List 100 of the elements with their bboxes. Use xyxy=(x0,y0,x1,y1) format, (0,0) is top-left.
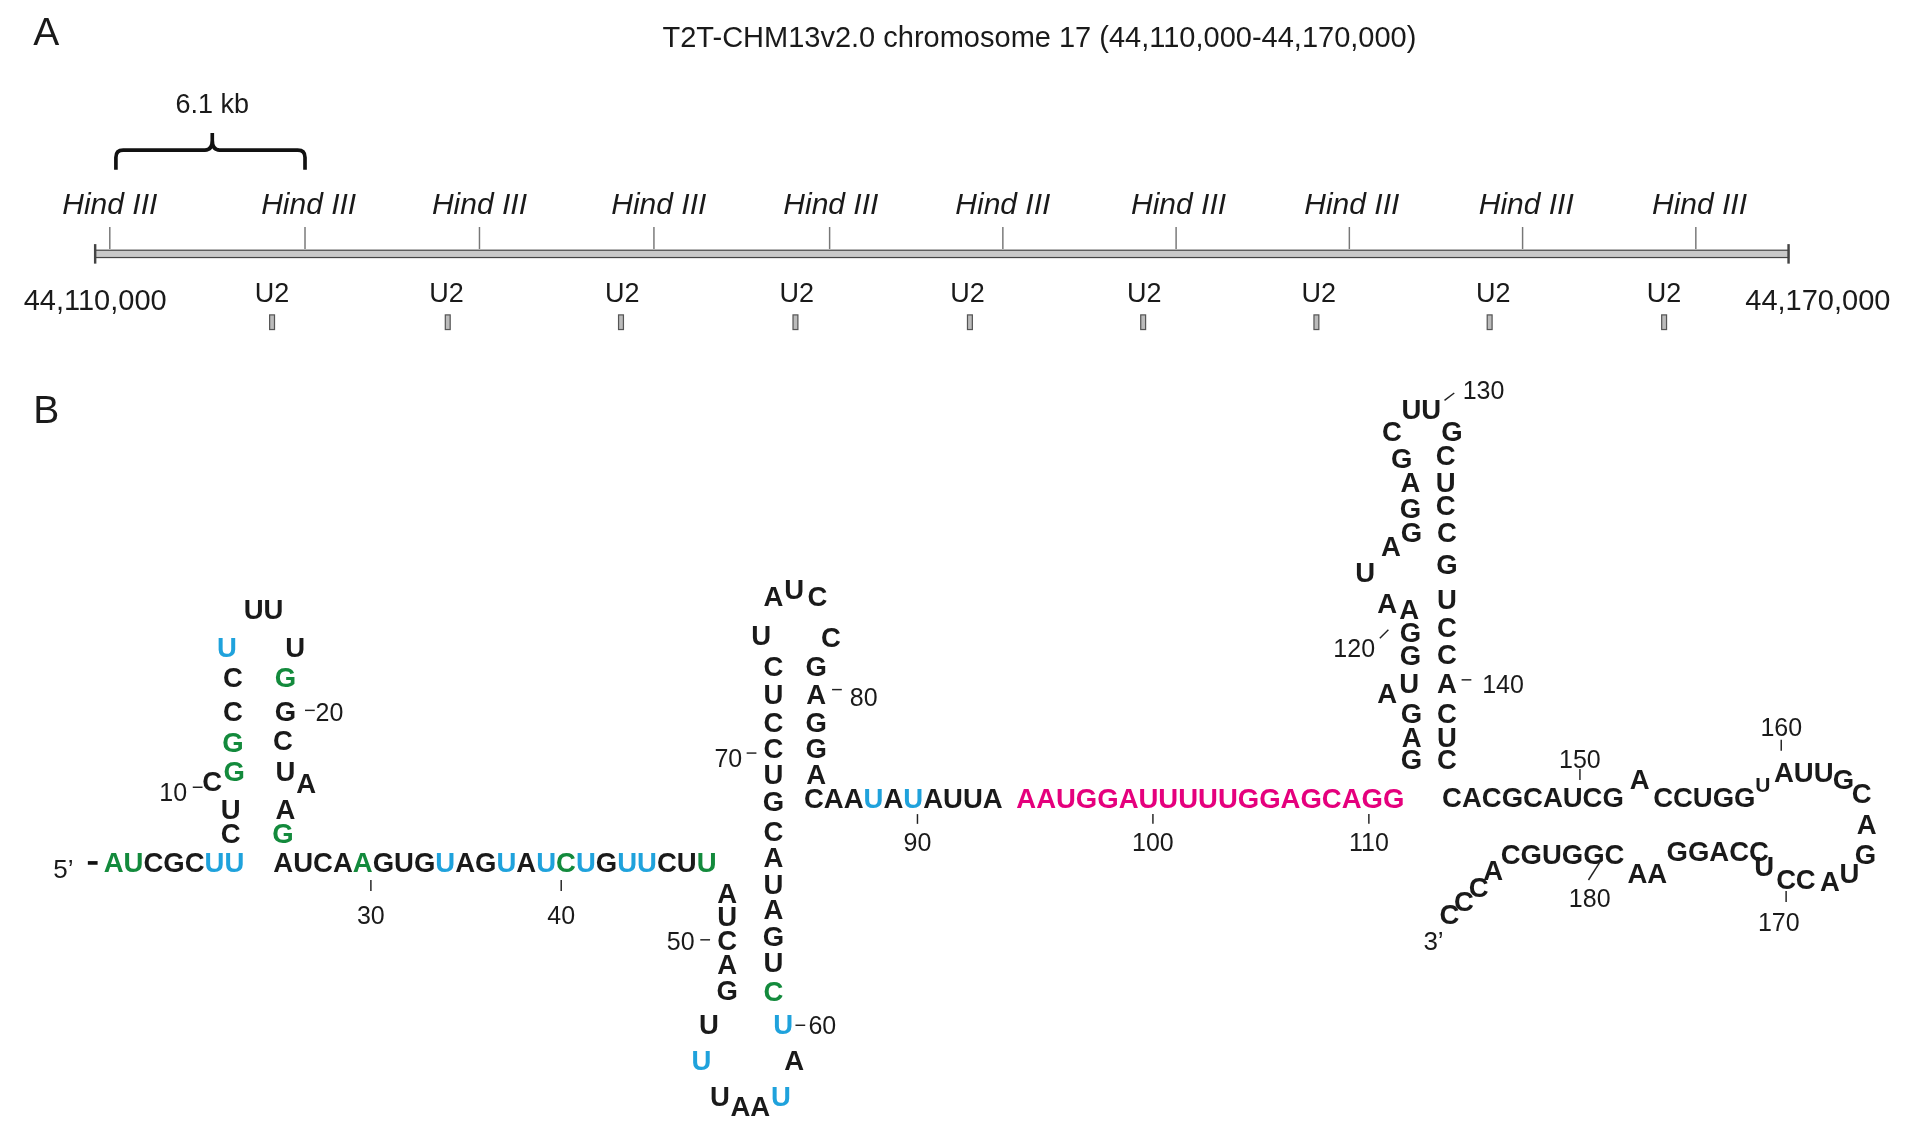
scale-label: 6.1 kb xyxy=(175,90,250,118)
nucleotide-sequence: UU xyxy=(1401,396,1442,424)
position-number: 180 xyxy=(1568,885,1611,911)
nucleotide: G xyxy=(274,698,297,727)
gene-label: U2 xyxy=(1127,279,1162,307)
restriction-site-label: Hind III xyxy=(1651,188,1747,219)
nucleotide: C xyxy=(763,653,784,682)
nucleotide: C xyxy=(1437,641,1457,669)
nucleotide: C xyxy=(1437,519,1457,547)
nucleotide: U xyxy=(763,870,784,899)
nucleotide: A xyxy=(296,770,317,799)
restriction-site-label: Hind III xyxy=(1304,188,1400,219)
restriction-site-label: Hind III xyxy=(955,188,1051,219)
nucleotide: C xyxy=(1795,865,1816,894)
nucleotide: U xyxy=(1355,559,1376,588)
nucleotide: C xyxy=(763,735,784,763)
nucleotide: U xyxy=(275,758,296,786)
position-number: 50 xyxy=(666,928,695,954)
position-number: 110 xyxy=(1348,829,1389,855)
nucleotide: A xyxy=(1856,811,1877,839)
strand-end-label: 5’ xyxy=(53,855,74,882)
nucleotide: U xyxy=(751,621,772,650)
nucleotide: A xyxy=(750,1092,770,1121)
nucleotide: C xyxy=(807,582,828,611)
nucleotide-sequence: AA xyxy=(1627,859,1668,888)
panel-label: A xyxy=(33,11,60,50)
nucleotide: C xyxy=(223,664,243,693)
gene-label: U2 xyxy=(254,279,290,307)
restriction-site-label: Hind III xyxy=(431,188,527,219)
panel-label: B xyxy=(33,389,60,429)
nucleotide-sequence: CGUGGC xyxy=(1500,841,1625,869)
position-number: 20 xyxy=(315,700,344,725)
nucleotide: G xyxy=(716,976,738,1005)
position-number: 140 xyxy=(1482,671,1524,697)
nucleotide: U xyxy=(698,1011,719,1039)
position-number: 170 xyxy=(1757,909,1800,935)
nucleotide-sequence: UU xyxy=(243,596,284,624)
nucleotide: A xyxy=(1820,868,1840,896)
nucleotide: G xyxy=(1400,699,1423,728)
nucleotide-sequence: AUCAAGUGUAGUAUCUGUUCUU xyxy=(273,848,717,877)
nucleotide: C xyxy=(1437,746,1457,774)
nucleotide: G xyxy=(222,729,244,757)
nucleotide: C xyxy=(202,768,223,796)
nucleotide: G xyxy=(805,735,827,763)
nucleotide-sequence: CCUGG xyxy=(1653,784,1756,812)
restriction-site-label: Hind III xyxy=(611,188,707,219)
nucleotide: G xyxy=(223,758,245,786)
nucleotide: C xyxy=(273,726,293,755)
nucleotide-sequence: AUU xyxy=(1773,759,1834,788)
strand-end-label: 3’ xyxy=(1423,927,1444,954)
nucleotide: A xyxy=(763,843,784,872)
nucleotide: A xyxy=(784,1047,805,1076)
nucleotide-sequence: CACGCAUCG xyxy=(1442,784,1624,812)
position-number: 90 xyxy=(903,829,932,855)
nucleotide: A xyxy=(806,681,827,710)
nucleotide: U xyxy=(784,576,805,605)
gene-label: U2 xyxy=(1476,279,1511,307)
position-number: 10 xyxy=(159,779,188,805)
nucleotide: C xyxy=(1437,699,1457,728)
nucleotide: U xyxy=(285,634,306,662)
nucleotide: G xyxy=(1436,551,1458,579)
nucleotide: U xyxy=(1437,586,1457,614)
position-number: 40 xyxy=(547,902,576,928)
nucleotide: G xyxy=(762,787,785,816)
nucleotide: G xyxy=(1400,746,1423,774)
gene-label: U2 xyxy=(1301,279,1337,307)
nucleotide: C xyxy=(1776,865,1797,894)
nucleotide: A xyxy=(763,582,784,611)
nucleotide: U xyxy=(763,760,784,789)
nucleotide: A xyxy=(1437,670,1457,699)
nucleotide: A xyxy=(730,1092,751,1121)
nucleotide: C xyxy=(1437,614,1457,643)
nucleotide: U xyxy=(1755,773,1771,795)
nucleotide: C xyxy=(1382,418,1402,446)
coordinate-label: 44,110,000 xyxy=(23,285,167,315)
restriction-site-label: Hind III xyxy=(62,188,158,219)
nucleotide-sequence: AUCGCUU xyxy=(103,848,245,877)
gene-label: U2 xyxy=(779,279,814,307)
gene-label: U2 xyxy=(950,279,985,307)
nucleotide: C xyxy=(820,624,841,652)
position-number: 70 xyxy=(714,745,743,771)
position-number: 160 xyxy=(1760,714,1803,740)
map-title: T2T-CHM13v2.0 chromosome 17 (44,110,000-44,170,000) xyxy=(662,22,1417,52)
gene-label: U2 xyxy=(604,279,640,307)
nucleotide: G xyxy=(805,653,827,682)
nucleotide: C xyxy=(763,978,784,1006)
gene-label: U2 xyxy=(1646,279,1682,307)
position-number: 150 xyxy=(1559,746,1601,772)
nucleotide: U xyxy=(763,948,784,977)
nucleotide: C xyxy=(763,709,784,738)
nucleotide: U xyxy=(773,1011,794,1039)
restriction-site-label: Hind III xyxy=(1131,188,1227,219)
position-number: 100 xyxy=(1132,829,1174,855)
nucleotide: G xyxy=(762,923,785,951)
nucleotide: G xyxy=(805,709,827,738)
restriction-site-label: Hind III xyxy=(261,188,357,219)
nucleotide: U xyxy=(763,681,784,710)
nucleotide: C xyxy=(763,818,784,846)
nucleotide: A xyxy=(1377,680,1398,708)
nucleotide-sequence: AAUGGAUUUUUGGAGCAGG xyxy=(1016,785,1405,813)
